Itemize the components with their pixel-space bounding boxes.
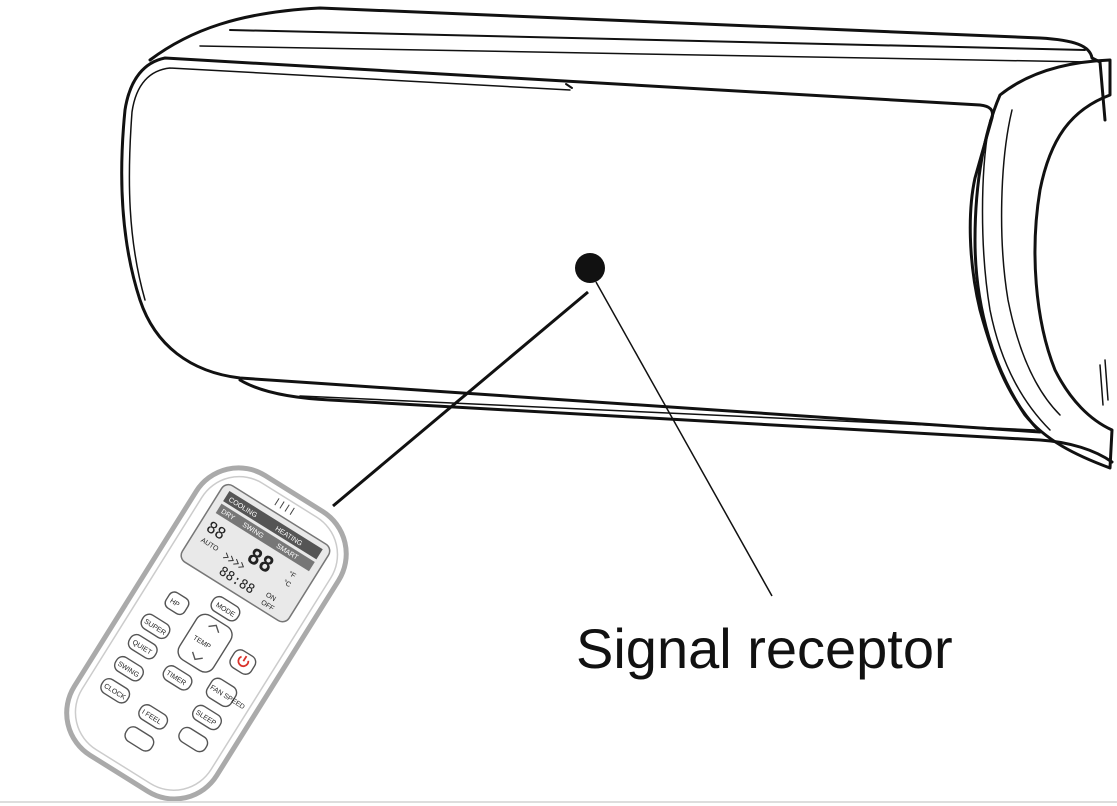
ac-indoor-unit	[120, 6, 1114, 470]
sleep-button[interactable]	[190, 703, 224, 732]
timer-button[interactable]	[161, 663, 195, 692]
lcd-screen	[180, 483, 331, 623]
hp-button[interactable]	[163, 590, 191, 617]
signal-receptor-dot	[575, 253, 605, 283]
remote-control: COOLING HEATING DRY SWING SMART 88 88 °F…	[64, 465, 349, 802]
remote-buttons: MODE HP TEMP SUPER FAN SPEED QUIET TIMER…	[98, 590, 258, 754]
lcd-mode-bar	[223, 490, 323, 560]
lcd-unit-c: °C	[282, 578, 293, 589]
ac-top-rail-2	[199, 45, 1091, 63]
temp-down-icon	[191, 651, 203, 661]
callout-label: Signal receptor	[576, 617, 953, 680]
remote-lcd: COOLING HEATING DRY SWING SMART 88 88 °F…	[180, 483, 331, 623]
remote-body-inner	[74, 475, 339, 791]
lcd-on: ON	[264, 592, 277, 604]
lcd-mode-bar-2	[215, 503, 315, 572]
lcd-unit-f: °F	[287, 570, 297, 581]
hp-button-glyph: HP	[168, 598, 180, 609]
extra-button-1[interactable]	[176, 725, 210, 754]
ac-top-panel	[148, 6, 1107, 122]
ir-signal-line	[332, 290, 589, 508]
ac-side-cap-inner-2	[1000, 109, 1061, 416]
temp-rocker[interactable]	[174, 611, 235, 676]
mode-button[interactable]	[208, 594, 242, 623]
ac-bottom-edge	[238, 378, 1114, 464]
ir-emitter-icon	[274, 498, 295, 515]
ac-bottom-edge-2	[299, 395, 1036, 431]
ac-front-panel	[120, 56, 1042, 434]
ac-front-panel-inner	[128, 67, 571, 301]
extra-button-2[interactable]	[122, 724, 156, 753]
swing-button[interactable]	[112, 654, 146, 683]
ac-side-vent	[1099, 359, 1109, 406]
ac-top-rail	[229, 29, 1086, 51]
super-button[interactable]	[139, 612, 173, 641]
power-icon	[237, 655, 250, 668]
lcd-fan-chevrons	[223, 552, 245, 568]
ac-top-notch	[565, 83, 573, 89]
temp-up-icon	[208, 624, 220, 634]
quiet-button[interactable]	[126, 632, 160, 661]
ac-side-cap-inner	[981, 119, 1051, 431]
clock-button[interactable]	[98, 676, 132, 705]
callout-leader-line	[595, 281, 773, 597]
fan-speed-button[interactable]	[204, 676, 239, 709]
power-button[interactable]	[227, 647, 258, 677]
ac-side-cap	[973, 58, 1114, 470]
ifeel-button[interactable]	[136, 702, 170, 731]
